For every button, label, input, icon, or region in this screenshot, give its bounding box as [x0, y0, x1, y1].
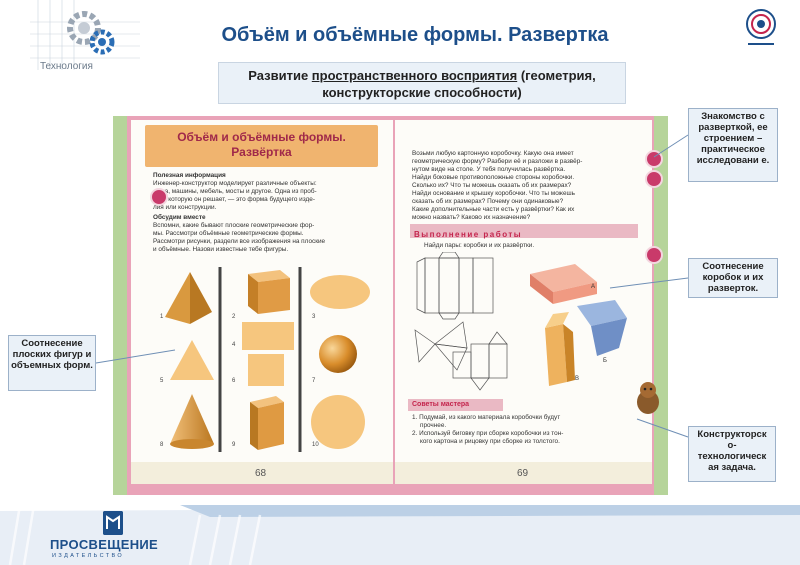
text-line: прочнее.	[420, 422, 447, 429]
right-page-text: Возьми любую картонную коробочку. Какую …	[412, 150, 646, 222]
figure-number: 5	[160, 378, 164, 384]
page-marker-icon	[150, 188, 168, 206]
text-line: мы. Рассмотри объёмные геометрические фо…	[153, 230, 304, 237]
box-label-b: Б	[603, 358, 607, 364]
rectangle-shape	[242, 322, 294, 350]
figure-number: 9	[232, 442, 236, 448]
text-line: Сколько их? Что ты можешь сказать об их …	[412, 182, 572, 189]
text-line: геометрическую форму? Разбери её и разло…	[412, 158, 583, 165]
cuboid-shape	[250, 396, 284, 450]
callout-connectors	[95, 134, 689, 438]
callout-top-right: Знакомство с разверткой, ее строением – …	[688, 108, 778, 182]
beaver-mascot-icon	[637, 382, 659, 414]
tips-text: 1. Подумай, из какого материала коробочк…	[412, 414, 642, 446]
publisher-name: ПРОСВЕЩЕНИЕ	[50, 537, 159, 552]
triangle-shape	[170, 340, 214, 380]
footer-band	[0, 505, 800, 565]
useful-info-title: Полезная информация	[153, 172, 226, 179]
text-line: 1. Подумай, из какого материала коробочк…	[412, 414, 561, 421]
page-title: Объём и объёмные формы. Развертка	[221, 24, 609, 46]
pyramid-shape	[165, 272, 212, 324]
page-right-footer	[395, 462, 652, 484]
text-line: Найди боковые противоположные стороны ко…	[412, 174, 575, 181]
box-a	[530, 264, 597, 304]
text-line: Возьми любую картонную коробочку. Какую …	[412, 150, 574, 157]
figure-number: 4	[232, 342, 236, 348]
text-line: кого картона и рицовку при сборке из тол…	[420, 438, 560, 445]
box-label-a: А	[591, 284, 595, 290]
text-line: нутом виде на столе. У тебя получилась р…	[412, 166, 566, 173]
text-line: лем, которую он решает, — это форма буду…	[153, 196, 315, 203]
figure-number: 1	[160, 314, 164, 320]
callout-mid-right: Соотнесение коробок и их разверток.	[688, 258, 778, 298]
box-b	[577, 300, 627, 356]
figure-number: 7	[312, 378, 316, 384]
task-tab: Выполнение работы	[410, 224, 638, 239]
subtitle-line2: конструкторские способности)	[322, 85, 522, 100]
shapes-figure: 1 2 3 4 5 6 7 8 9 10	[160, 267, 370, 452]
text-line: Инженер-конструктор моделирует различные…	[153, 180, 317, 187]
decorative-grid	[30, 0, 140, 70]
text-line: дома, машины, мебель, мосты и другое. Од…	[153, 188, 317, 195]
text-line: сказать об их размерах? Почему они одина…	[412, 198, 564, 205]
text-line: Найди основание и крышку коробочки. Что …	[412, 190, 575, 197]
text-line: Вспомни, какие бывают плоские геометриче…	[153, 222, 315, 229]
discuss-title: Обсудим вместе	[153, 214, 206, 221]
text-line: можно назвать? Каково их назначение?	[412, 214, 531, 221]
tips-tab: Советы мастера	[408, 399, 503, 411]
useful-info-block: Полезная информация Инженер-конструктор …	[153, 172, 385, 254]
box-v	[545, 312, 575, 386]
left-page-heading: Объём и объёмные формы. Развёртка	[145, 125, 378, 167]
text-line: 2. Используй биговку при сборке коробочк…	[412, 430, 564, 437]
page-number-left: 68	[255, 468, 267, 479]
text-line: и объёмные. Назови известные тебе фигуры…	[153, 246, 289, 253]
figure-number: 6	[232, 378, 236, 384]
circle-shape	[311, 395, 365, 449]
figure-number: 3	[312, 314, 316, 320]
subtitle-underlined: пространственного восприятия	[311, 68, 518, 83]
nets-figure: А В Б	[414, 252, 627, 391]
publisher-subtitle: ИЗДАТЕЛЬСТВО	[52, 553, 125, 559]
text-line: Какие дополнительные части есть у развёр…	[412, 206, 575, 213]
page-marker-icon	[645, 246, 663, 264]
cone-shape	[170, 394, 214, 449]
square-shape	[248, 354, 284, 386]
heading-line1: Объём и объёмные формы.	[177, 130, 346, 144]
sphere-shape	[319, 335, 357, 373]
figure-number: 10	[312, 442, 319, 448]
subtitle-part-b: (геометрия,	[517, 68, 596, 83]
gears-icon	[67, 11, 115, 55]
heading-line2: Развёртка	[231, 145, 292, 159]
callout-bottom-right: Конструкторск о- технологическ ая задача…	[688, 426, 776, 482]
cube-shape	[248, 270, 290, 314]
brand-label: Технология	[40, 61, 93, 72]
subtitle-box: Развитие пространственного восприятия (г…	[218, 62, 626, 104]
page-number-right: 69	[517, 468, 529, 479]
page-marker-icon	[645, 170, 663, 188]
figure-number: 8	[160, 442, 164, 448]
publisher-logo-icon	[746, 9, 776, 45]
subtitle-part-a: Развитие	[248, 68, 312, 83]
task-tab-label: Выполнение работы	[414, 230, 523, 239]
book-edge-left	[113, 116, 127, 495]
text-line: Рассмотри рисунки, раздели все изображен…	[153, 238, 326, 245]
ellipse-shape	[310, 275, 370, 309]
task-text: Найди пары: коробки и их развёртки.	[424, 242, 535, 249]
publisher-emblem-icon	[103, 511, 123, 535]
figure-number: 2	[232, 314, 236, 320]
page-left-footer	[131, 462, 393, 484]
text-line: лия или конструкции.	[153, 204, 217, 211]
box-label-v: В	[575, 376, 579, 382]
callout-left: Соотнесение плоских фигур и объемных фор…	[8, 335, 96, 391]
